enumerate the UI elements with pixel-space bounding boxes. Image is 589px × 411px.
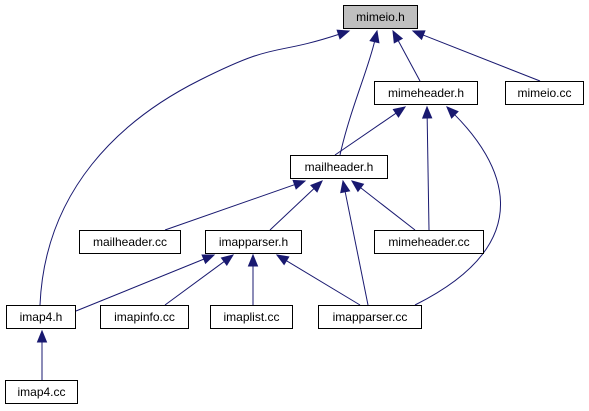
edge-line (397, 39, 421, 82)
arrowhead (421, 105, 433, 119)
edge-imapinfo-cc-to-imapparser-h (164, 254, 235, 306)
arrowhead (310, 180, 323, 193)
arrowhead (446, 106, 459, 119)
arrowhead (340, 179, 351, 194)
edge-imap4-h-to-imapparser-h (75, 254, 216, 312)
edge-imapparser-cc-to-mimeheader-h (414, 106, 502, 306)
arrowhead (350, 180, 365, 193)
node-mimeheader-cc[interactable]: mimeheader.cc (374, 230, 484, 254)
node-mimeheader-h[interactable]: mimeheader.h (374, 81, 478, 105)
edge-line (426, 116, 430, 231)
arrowhead (336, 29, 351, 40)
edge-line (344, 190, 369, 306)
node-mailheader-h[interactable]: mailheader.h (290, 155, 388, 179)
edge-imap4-cc-to-imap4-h (36, 329, 48, 380)
edge-line (269, 187, 316, 231)
edge-line (164, 183, 296, 231)
arrowhead (392, 106, 407, 118)
edge-line (422, 34, 541, 82)
edge-mailheader-h-to-mimeheader-h (334, 106, 407, 156)
node-imaplist-cc[interactable]: imaplist.cc (210, 305, 293, 329)
arrowhead (369, 29, 380, 44)
arrowhead (220, 254, 235, 267)
edge-mimeheader-cc-to-mimeheader-h (421, 105, 433, 231)
arrowhead (292, 179, 307, 190)
edge-mimeheader-h-to-mimeio-h (392, 29, 421, 82)
edge-line (414, 113, 502, 306)
arrowhead (247, 253, 259, 267)
arrowhead (201, 254, 216, 265)
edge-line (75, 258, 205, 312)
edge-imaplist-cc-to-imapparser-h (247, 253, 259, 305)
node-imapinfo-cc[interactable]: imapinfo.cc (100, 305, 189, 329)
node-imapparser-h[interactable]: imapparser.h (205, 230, 302, 254)
edge-imapparser-cc-to-imapparser-h (275, 254, 361, 306)
edge-mailheader-h-to-mimeio-h (339, 29, 380, 156)
edge-line (334, 112, 398, 156)
edge-line (39, 33, 340, 306)
edge-line (359, 186, 416, 231)
node-imap4-h[interactable]: imap4.h (6, 305, 76, 329)
node-mailheader-cc[interactable]: mailheader.cc (79, 230, 181, 254)
edge-imapparser-cc-to-mailheader-h (340, 179, 369, 306)
edge-mimeio-cc-to-mimeio-h (411, 30, 541, 82)
arrowhead (36, 329, 48, 343)
edge-imap4-h-to-mimeio-h (39, 29, 351, 306)
edge-mimeheader-cc-to-mailheader-h (350, 180, 416, 231)
node-imap4-cc[interactable]: imap4.cc (5, 380, 78, 404)
edge-line (164, 260, 226, 306)
edge-line (339, 40, 376, 156)
arrowhead (275, 254, 290, 266)
node-imapparser-cc[interactable]: imapparser.cc (318, 305, 422, 329)
node-mimeio-h: mimeio.h (343, 5, 418, 29)
edge-line (285, 259, 361, 306)
node-mimeio-cc[interactable]: mimeio.cc (505, 81, 584, 105)
arrowhead (392, 29, 404, 44)
arrowhead (411, 30, 426, 41)
edge-imapparser-h-to-mailheader-h (269, 180, 323, 231)
edge-mailheader-cc-to-mailheader-h (164, 179, 307, 231)
